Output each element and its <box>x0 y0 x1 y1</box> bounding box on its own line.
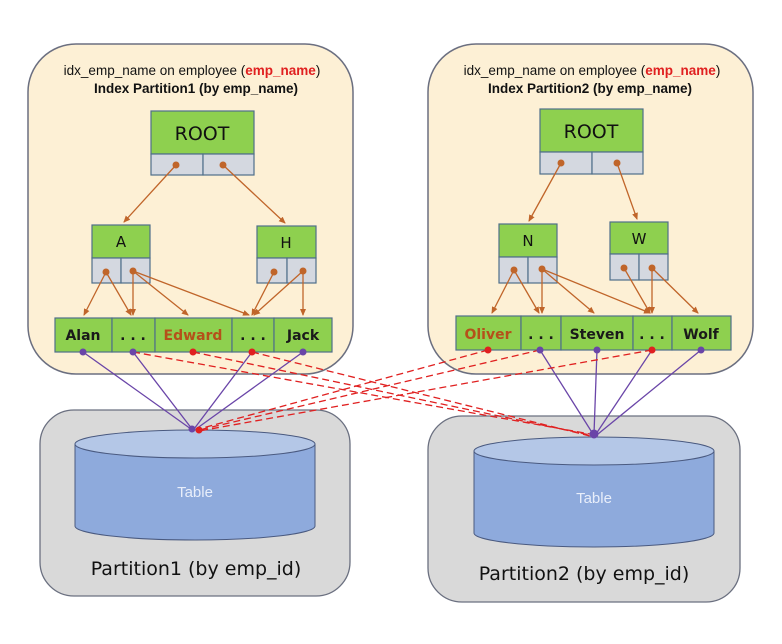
index-caption-2: idx_emp_name on employee (emp_name) <box>464 63 721 78</box>
branch-label: N <box>522 232 533 250</box>
table-label: Table <box>177 484 213 501</box>
root-node-2: ROOT <box>539 108 644 175</box>
leaf-cell <box>632 315 673 351</box>
root-label: ROOT <box>175 123 230 145</box>
local-link <box>597 349 702 435</box>
leaf-label-ellipsis: . . . <box>240 328 266 344</box>
branch-label: W <box>632 230 647 248</box>
tree-arrow <box>132 270 250 316</box>
local-link <box>193 351 253 430</box>
index-caption-1: idx_emp_name on employee (emp_name) <box>64 63 321 78</box>
leaf-label-oliver: Oliver <box>464 327 511 343</box>
local-link <box>593 349 598 435</box>
branch-label: A <box>116 233 127 251</box>
leaf-label-ellipsis: . . . <box>639 327 665 343</box>
branch-label: H <box>280 234 291 252</box>
local-link <box>132 351 193 430</box>
table-partition-label-2: Partition2 (by emp_id) <box>479 563 690 585</box>
cross-links <box>132 349 653 437</box>
branch-node-h: H <box>256 225 317 284</box>
leaf-row-1: Alan . . . Edward . . . Jack <box>54 317 333 353</box>
branch-node-a: A <box>91 224 151 284</box>
index-title-1: Index Partition1 (by emp_name) <box>94 81 298 96</box>
table-partition-label-1: Partition1 (by emp_id) <box>91 558 302 580</box>
local-links <box>82 349 702 435</box>
leaf-label-steven: Steven <box>570 327 625 343</box>
cross-link <box>192 351 591 436</box>
tree-arrow <box>541 268 651 314</box>
leaf-label-ellipsis: . . . <box>528 327 554 343</box>
leaf-label-alan: Alan <box>65 328 100 344</box>
tree-arrow <box>513 269 540 314</box>
leaf-label-wolf: Wolf <box>683 327 719 343</box>
local-link <box>595 349 653 435</box>
cross-link <box>198 349 489 430</box>
tree-arrow <box>623 267 651 314</box>
tree-arrow <box>123 164 177 223</box>
pointer-dots <box>102 159 656 276</box>
index-title-2: Index Partition2 (by emp_name) <box>488 81 692 96</box>
cross-link <box>198 349 541 431</box>
tree-arrow <box>83 271 107 316</box>
tree-arrow <box>651 267 699 314</box>
leaf-row-2: Oliver . . . Steven . . . Wolf <box>455 315 732 351</box>
table-label: Table <box>576 490 612 507</box>
tree-arrow <box>132 270 189 316</box>
index-partition-2 <box>427 43 754 375</box>
tree-arrow <box>616 162 638 220</box>
cross-link <box>132 351 591 435</box>
leaf-cell <box>560 315 634 351</box>
leaf-cell <box>273 317 333 353</box>
tree-arrow <box>528 162 562 222</box>
tree-arrow <box>222 164 286 224</box>
cross-link <box>251 351 591 437</box>
local-link <box>539 349 594 435</box>
leaf-cell <box>154 317 233 353</box>
branch-node-w: W <box>609 221 669 281</box>
tree-arrow <box>491 269 515 314</box>
leaf-cell <box>231 317 275 353</box>
link-dots <box>79 346 705 439</box>
tree-arrow <box>541 268 595 314</box>
leaf-label-jack: Jack <box>286 328 320 344</box>
table-cylinder-2: Table <box>473 436 715 548</box>
tree-arrow <box>105 271 132 316</box>
root-label: ROOT <box>564 121 619 143</box>
local-link <box>195 351 304 430</box>
local-link <box>82 351 192 430</box>
index-partition-1 <box>27 43 354 375</box>
leaf-label-edward: Edward <box>164 328 223 344</box>
root-node-1: ROOT <box>150 110 255 176</box>
tree-arrow <box>253 270 304 316</box>
leaf-cell <box>54 317 113 353</box>
tree-arrows <box>83 162 699 316</box>
table-cylinder-1: Table <box>74 429 316 541</box>
leaf-label-ellipsis: . . . <box>120 328 146 344</box>
tree-arrow <box>251 271 275 316</box>
